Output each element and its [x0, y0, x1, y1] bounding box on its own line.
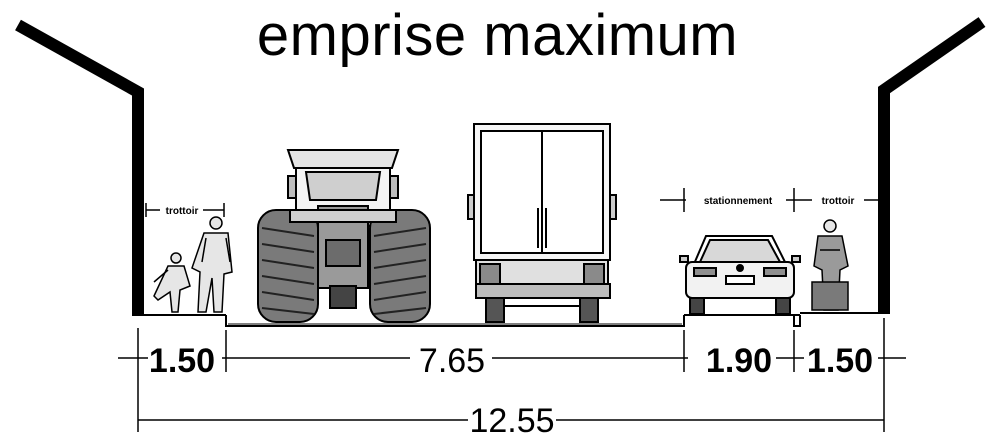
tractor-icon	[257, 149, 431, 323]
pedestrian-icon	[153, 252, 191, 313]
zone-label-sidewalk-right: trottoir	[794, 193, 881, 207]
dimension-parking: 1.90	[706, 342, 772, 380]
truck-icon	[467, 123, 617, 323]
zone-label-parking: stationnement	[660, 188, 795, 212]
dimension-sidewalk-right: 1.50	[807, 342, 873, 380]
diagram-title: emprise maximum	[256, 3, 739, 68]
label-sidewalk-left: trottoir	[166, 206, 199, 217]
right-wall	[878, 17, 986, 312]
zone-label-sidewalk-left: trottoir	[145, 203, 225, 217]
pedestrian-icon	[811, 219, 849, 311]
dimension-sidewalk-left: 1.50	[149, 342, 215, 380]
dimension-roadway: 7.65	[419, 342, 485, 380]
dimension-segments	[118, 318, 906, 432]
car-icon	[679, 235, 801, 315]
dimension-total: 12.55	[469, 402, 554, 434]
pedestrian-icon	[191, 216, 233, 313]
label-parking: stationnement	[704, 196, 773, 207]
left-wall	[15, 19, 144, 315]
label-sidewalk-right: trottoir	[822, 196, 855, 207]
